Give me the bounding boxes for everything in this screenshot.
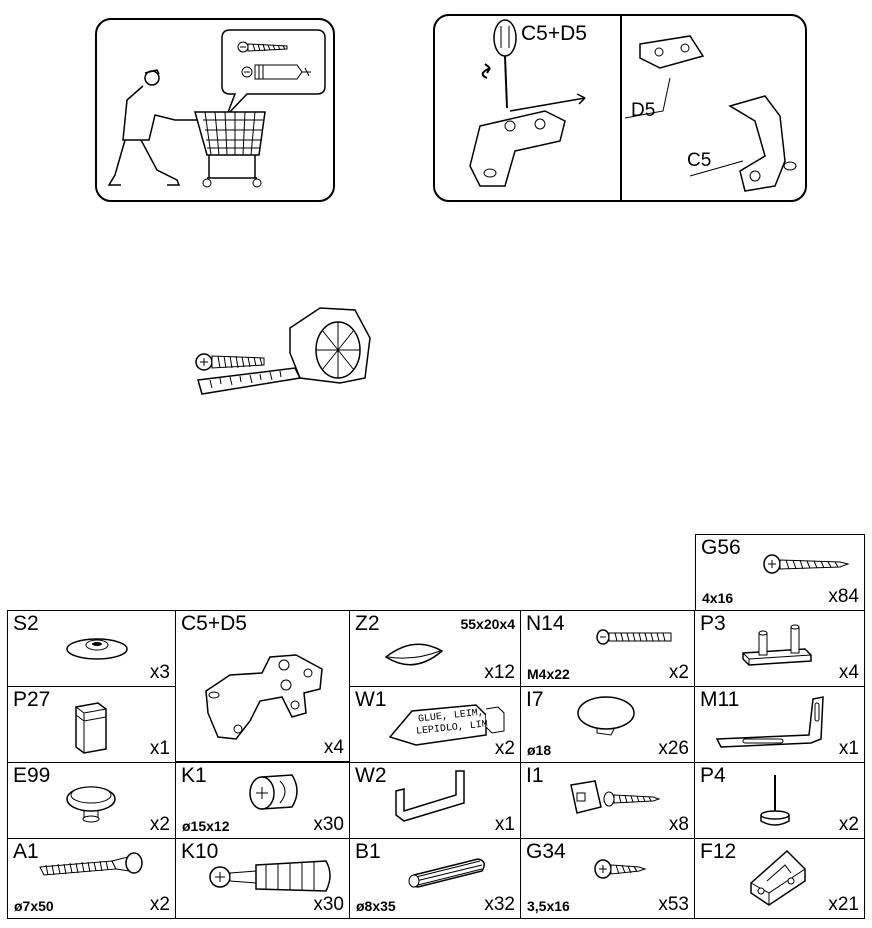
- part-quantity: x1: [494, 814, 515, 835]
- hinge-icon: [205, 654, 323, 740]
- part-w1: W1 GLUE, LEIM, LEPIDLO, LIM x2: [349, 686, 521, 763]
- part-code: N14: [526, 612, 565, 635]
- part-p4: P4 x2: [694, 762, 865, 839]
- part-code: P4: [700, 764, 726, 787]
- part-g34: G34 3,5x16 x53: [520, 838, 695, 919]
- part-quantity: x2: [149, 894, 170, 915]
- part-dimension: M4x22: [527, 666, 570, 682]
- part-quantity: x2: [838, 814, 859, 835]
- corner-fitting-icon: [570, 780, 661, 814]
- part-f12: F12 x21: [694, 838, 865, 919]
- part-code: B1: [355, 840, 381, 863]
- part-dimension: ø15x12: [182, 818, 230, 834]
- shelf-support-icon: [742, 624, 812, 666]
- long-screw-icon: [39, 852, 143, 876]
- part-code: M11: [700, 688, 740, 711]
- part-quantity: x2: [668, 662, 689, 683]
- d5-label: D5: [631, 100, 656, 121]
- part-code: G56: [701, 536, 741, 559]
- part-quantity: x4: [838, 662, 859, 683]
- part-code: E99: [13, 764, 51, 787]
- part-g56: G56 4x16 x84: [695, 534, 865, 611]
- bolt-icon: [596, 629, 672, 645]
- cap-icon: [66, 638, 128, 660]
- part-quantity: x1: [149, 738, 170, 759]
- part-n14: N14 M4x22 x2: [520, 610, 695, 687]
- part-code: I1: [526, 764, 544, 787]
- pin-icon: [760, 775, 790, 826]
- shopping-panel: [95, 18, 335, 202]
- part-dimension: ø18: [527, 742, 552, 758]
- c5-label: C5: [687, 150, 712, 171]
- part-quantity: x1: [838, 738, 859, 759]
- cam-dowel-icon: [209, 860, 331, 892]
- part-quantity: x12: [484, 662, 515, 683]
- allen-key-icon: [395, 770, 465, 822]
- part-dimension: ø8x35: [356, 898, 396, 914]
- hinge-panel: C5+D5 D5 C5: [433, 14, 807, 202]
- knob-icon: [66, 786, 116, 823]
- bracket-icon: [715, 696, 824, 748]
- part-quantity: x30: [313, 894, 344, 915]
- part-quantity: x3: [149, 662, 170, 683]
- part-code: G34: [526, 840, 566, 863]
- part-quantity: x26: [658, 738, 689, 759]
- part-p3: P3 x4: [694, 610, 865, 687]
- part-dimension: ø7x50: [14, 898, 54, 914]
- part-k1: K1 ø15x12 x30: [175, 762, 350, 839]
- part-code: P27: [13, 688, 51, 711]
- part-i7: I7 ø18 x26: [520, 686, 695, 763]
- part-c5-d5: C5+D5 x4: [175, 610, 350, 762]
- part-quantity: x21: [828, 894, 859, 915]
- part-s2: S2 x3: [7, 610, 176, 687]
- part-quantity: x2: [494, 738, 515, 759]
- part-code: K10: [181, 840, 219, 863]
- part-code: Z2: [355, 612, 380, 635]
- glue-bottle-icon: [388, 704, 505, 746]
- part-quantity: x32: [484, 894, 515, 915]
- part-quantity: x53: [658, 894, 689, 915]
- part-code: A1: [13, 840, 39, 863]
- screw-icon: [763, 554, 850, 574]
- part-code: C5+D5: [181, 612, 247, 635]
- part-code: K1: [181, 764, 207, 787]
- hinge-illustration: [469, 16, 797, 200]
- cam-lock-icon: [249, 774, 298, 810]
- part-code: W1: [355, 688, 387, 711]
- part-code: F12: [700, 840, 737, 863]
- part-dimension: 55x20x4: [460, 616, 515, 632]
- screw-icon: [594, 859, 647, 879]
- corner-bracket-icon: [750, 849, 806, 906]
- part-quantity: x2: [149, 814, 170, 835]
- part-p27: P27 x1: [7, 686, 176, 763]
- part-code: W2: [355, 764, 387, 787]
- part-code: S2: [13, 612, 39, 635]
- part-e99: E99 x2: [7, 762, 176, 839]
- part-a1: A1 ø7x50 x2: [7, 838, 176, 919]
- part-b1: B1 ø8x35 x32: [349, 838, 521, 919]
- part-quantity: x84: [828, 586, 859, 607]
- biscuit-icon: [384, 643, 444, 666]
- part-w2: W2 x1: [349, 762, 521, 839]
- part-dimension: 4x16: [702, 590, 734, 606]
- part-code: I7: [526, 688, 544, 711]
- tape-measure-illustration: [195, 307, 371, 395]
- shopper-illustration: [107, 29, 326, 188]
- part-i1: I1 x8: [520, 762, 695, 839]
- hinge-label: C5+D5: [521, 22, 587, 45]
- part-quantity: x8: [668, 814, 689, 835]
- foot-icon: [75, 702, 107, 754]
- part-z2: Z2 55x20x4 x12: [349, 610, 521, 687]
- dowel-icon: [408, 858, 485, 888]
- part-code: P3: [700, 612, 726, 635]
- part-dimension: 3,5x16: [527, 898, 570, 914]
- part-k10: K10 x30: [175, 838, 350, 919]
- part-quantity: x4: [323, 737, 344, 758]
- cover-cap-icon: [577, 696, 635, 736]
- part-m11: M11 x1: [694, 686, 865, 763]
- part-quantity: x30: [313, 814, 344, 835]
